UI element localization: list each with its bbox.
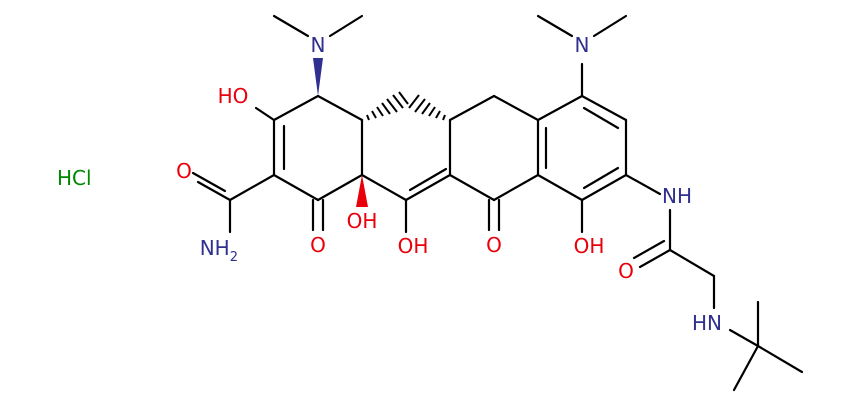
bond (316, 94, 364, 122)
bond (536, 14, 574, 38)
bond (404, 173, 452, 202)
bond (638, 248, 672, 269)
bond (580, 173, 628, 202)
oxygen-label: O (176, 159, 192, 183)
wedge-bond (356, 175, 368, 207)
bond (191, 171, 227, 193)
bond (196, 180, 232, 202)
bond (536, 94, 584, 122)
bond (228, 173, 276, 202)
bond (408, 167, 448, 192)
hydroxyl-label: OH (347, 209, 378, 233)
bond (732, 344, 760, 392)
bond-lines (191, 14, 804, 392)
bond (272, 173, 320, 202)
bond (624, 173, 662, 196)
bond (316, 173, 364, 202)
nitrogen-label: N (575, 33, 590, 57)
atom-labels: HCl N N HO O NH2 O OH OH O OH NH O HN (57, 33, 722, 335)
bond (580, 94, 628, 122)
oxygen-label: O (486, 233, 502, 257)
hydroxyl-label: OH (574, 234, 605, 258)
hcl-label: HCl (57, 166, 92, 190)
bond (632, 239, 666, 260)
amine-label: NH2 (200, 236, 238, 265)
hash-bond (366, 91, 409, 121)
amide-nh-label: NH (662, 184, 692, 208)
hash-bond (408, 94, 446, 121)
bond (448, 94, 496, 122)
bond (272, 14, 310, 38)
oxygen-label: O (310, 233, 326, 257)
bond (492, 94, 540, 122)
bond (328, 14, 364, 38)
bond (536, 173, 584, 202)
bond (272, 94, 320, 122)
hydroxyl-label: HO (218, 84, 249, 108)
bond (582, 106, 620, 130)
bond (360, 173, 408, 202)
hydroxyl-label: OH (398, 234, 429, 258)
wedge-bond (313, 58, 323, 96)
bond (448, 173, 496, 202)
bond (592, 14, 628, 38)
bond (756, 344, 804, 374)
bond (668, 248, 716, 278)
bond (492, 173, 540, 202)
amine-nh-label: HN (692, 311, 722, 335)
bond (254, 106, 276, 122)
stereo-bonds (313, 58, 446, 207)
nitrogen-label: N (311, 33, 326, 57)
bond (582, 166, 620, 190)
bond (728, 328, 760, 348)
oxygen-label: O (618, 259, 634, 283)
